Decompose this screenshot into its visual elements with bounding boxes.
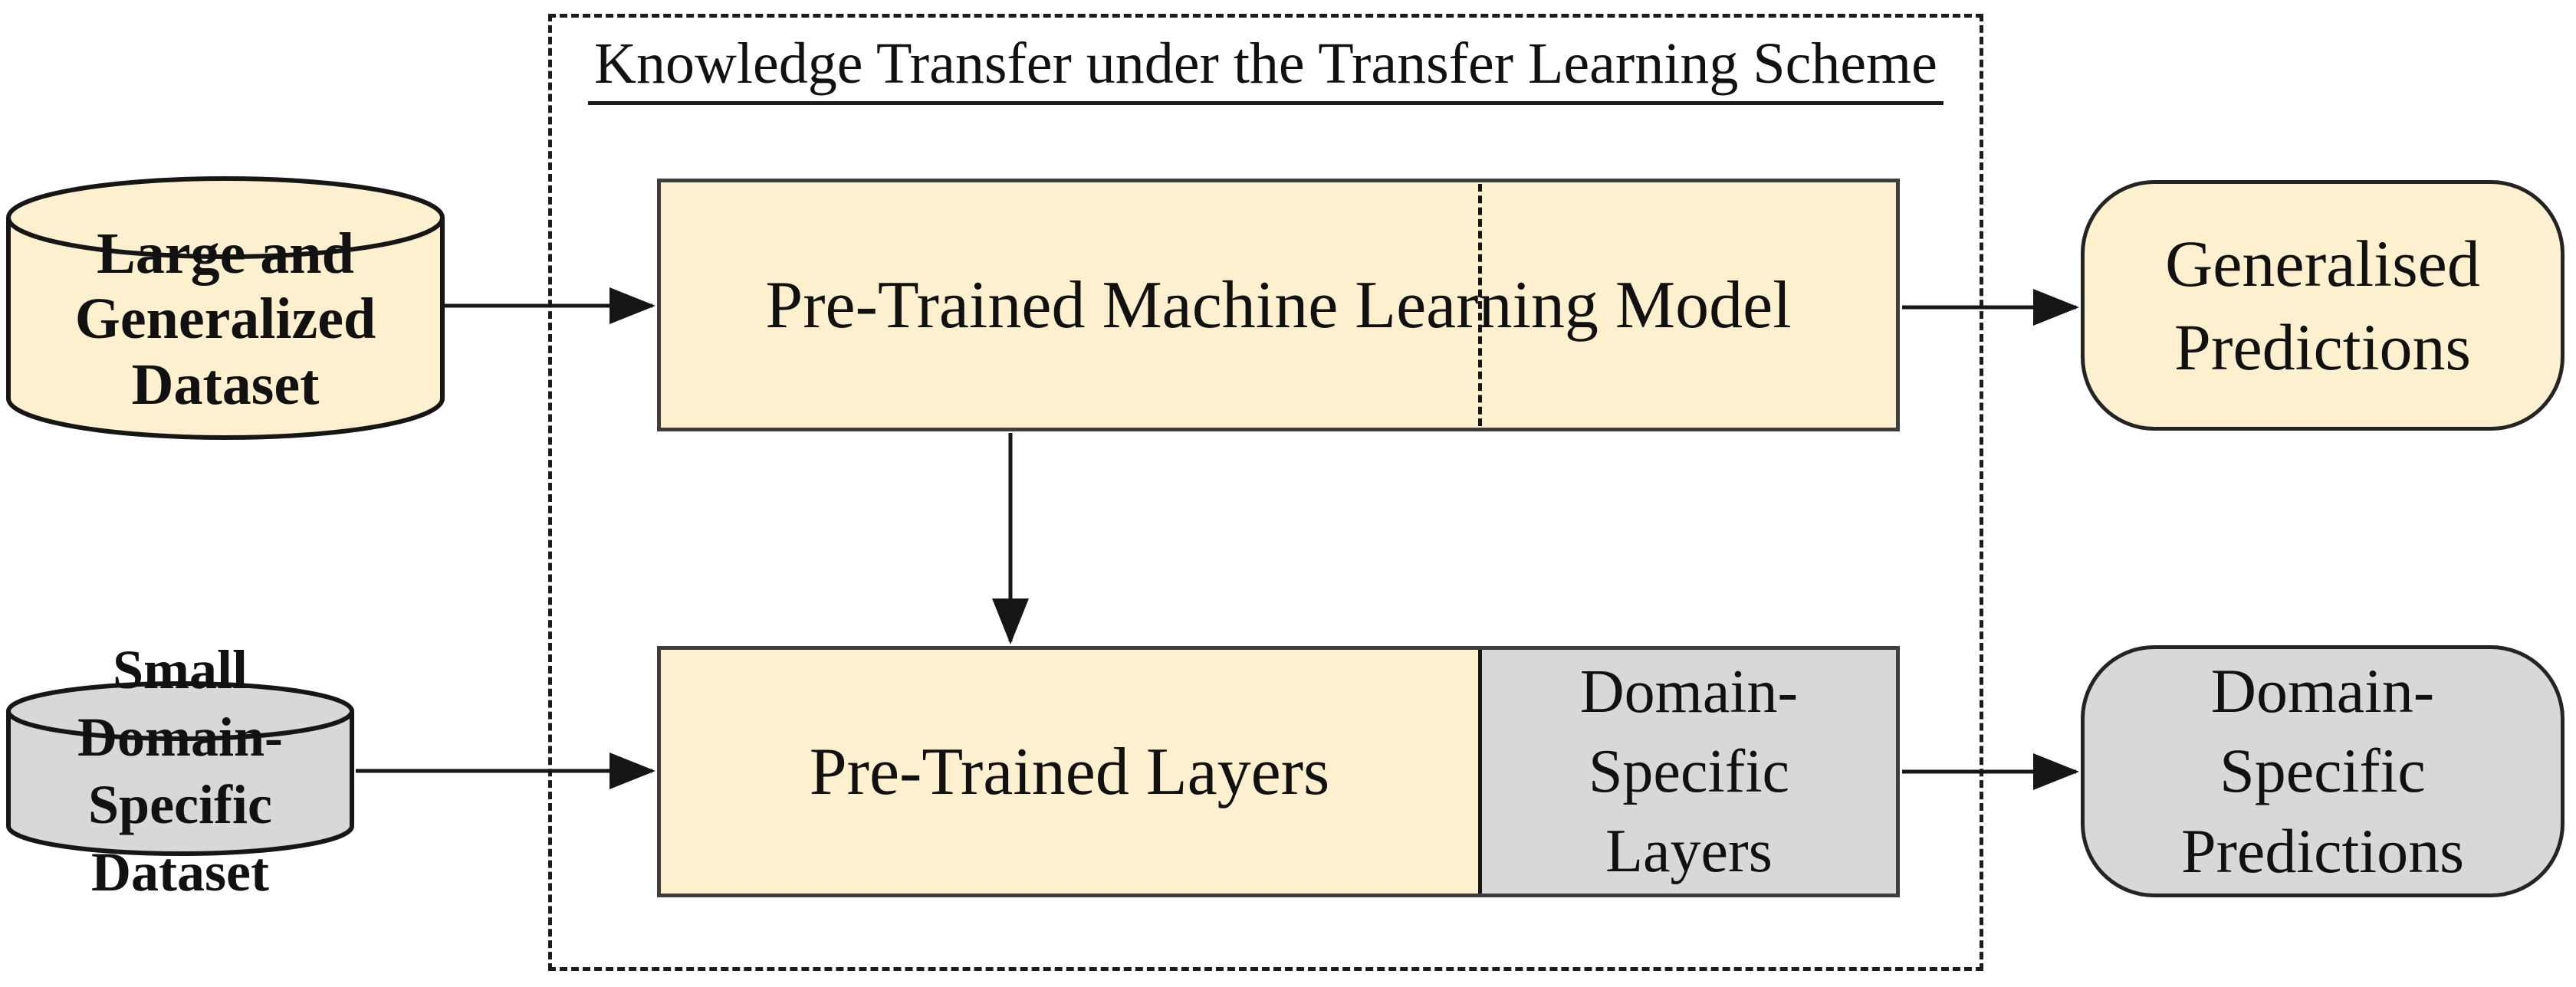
knowledge-transfer-dashed-container (548, 14, 1983, 971)
large-dataset-line-3: Dataset (131, 352, 320, 417)
small-dataset-label: Small Domain- Specific Dataset (5, 639, 356, 902)
domain-predictions-line-2: Specific (2220, 736, 2426, 806)
domain-predictions-line-3: Predictions (2181, 815, 2464, 886)
model-dashed-divider (1478, 184, 1482, 426)
domain-specific-layers-segment: Domain- Specific Layers (1478, 650, 1896, 894)
database-cylinder-icon (6, 176, 445, 440)
generalised-predictions-node: Generalised Predictions (2081, 180, 2564, 431)
generalised-predictions-line-2: Predictions (2174, 310, 2471, 384)
domain-layers-line-2: Specific (1588, 738, 1790, 805)
pre-trained-layers-segment: Pre-Trained Layers (661, 650, 1478, 894)
domain-layers-line-1: Domain- (1579, 658, 1799, 726)
large-dataset-label: Large and Generalized Dataset (5, 221, 446, 417)
pre-trained-layers-label: Pre-Trained Layers (809, 734, 1330, 809)
large-dataset-line-1: Large and (97, 221, 354, 287)
pre-trained-model-box: Pre-Trained Machine Learning Model (657, 179, 1900, 431)
domain-specific-predictions-node: Domain- Specific Predictions (2081, 645, 2564, 897)
small-dataset-line-2: Specific Dataset (88, 774, 272, 903)
generalised-predictions-line-1: Generalised (2165, 227, 2480, 301)
diagram-title: Knowledge Transfer under the Transfer Le… (588, 33, 1944, 105)
domain-predictions-line-1: Domain- (2210, 656, 2435, 726)
domain-layers-line-3: Layers (1605, 818, 1773, 885)
pre-trained-model-label: Pre-Trained Machine Learning Model (765, 267, 1792, 343)
diagram-title-wrap: Knowledge Transfer under the Transfer Le… (548, 33, 1983, 105)
fine-tuned-layers-box: Pre-Trained Layers Domain- Specific Laye… (657, 646, 1900, 897)
small-dataset-line-1: Small Domain- (77, 639, 283, 769)
database-cylinder-icon (6, 681, 354, 856)
large-dataset-line-2: Generalized (74, 287, 376, 352)
